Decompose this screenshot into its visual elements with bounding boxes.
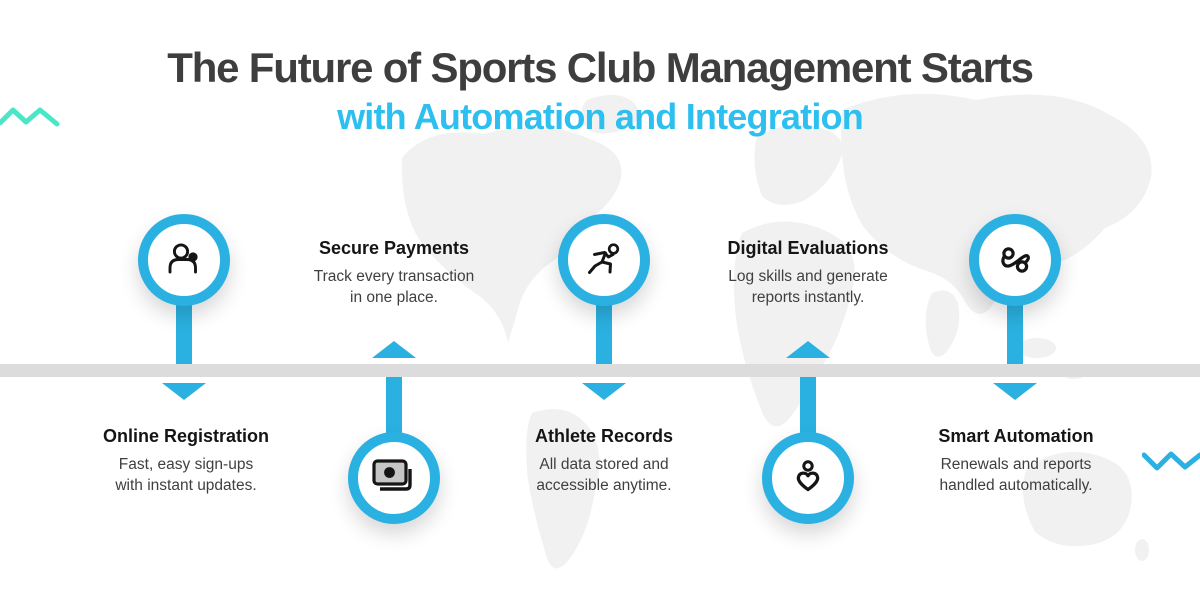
- item-title: Smart Automation: [938, 426, 1094, 446]
- item-description: Log skills and generate reports instantl…: [728, 268, 888, 306]
- arrow-down-icon: [993, 383, 1037, 400]
- timeline-node-athlete-records: [558, 214, 650, 306]
- item-title: Athlete Records: [534, 426, 674, 446]
- item-description: All data stored and accessible anytime.: [536, 456, 672, 494]
- item-title: Digital Evaluations: [727, 238, 889, 258]
- timeline-node-digital-evaluations: [762, 432, 854, 524]
- user-icon: [168, 243, 198, 274]
- timeline-node-secure-payments: [348, 432, 440, 524]
- banknotes-icon: [372, 459, 412, 491]
- timeline-item-smart-automation: Smart Automation Renewals and reports ha…: [891, 426, 1141, 496]
- item-title: Online Registration: [102, 426, 270, 446]
- item-title: Secure Payments: [318, 238, 470, 258]
- item-description: Renewals and reports handled automatical…: [939, 456, 1093, 494]
- arrow-up-icon: [372, 341, 416, 358]
- heart-person-icon: [796, 460, 820, 492]
- page-title-line2: with Automation and Integration: [337, 96, 864, 137]
- arrow-down-icon: [162, 383, 206, 400]
- loop-icon: [1001, 247, 1030, 273]
- timeline-node-smart-automation: [969, 214, 1061, 306]
- item-description: Track every transaction in one place.: [313, 268, 475, 306]
- timeline-item-online-registration: Online Registration Fast, easy sign-ups …: [61, 426, 311, 496]
- arrow-up-icon: [786, 341, 830, 358]
- arrow-down-icon: [582, 383, 626, 400]
- mint-zigzag-icon: [0, 107, 60, 127]
- item-description: Fast, easy sign-ups with instant updates…: [115, 456, 257, 494]
- timeline-item-athlete-records: Athlete Records All data stored and acce…: [479, 426, 729, 496]
- world-map-background: [401, 93, 1152, 569]
- cyan-zigzag-icon: [1142, 451, 1200, 471]
- timeline-bar: [0, 364, 1200, 377]
- timeline-node-online-registration: [138, 214, 230, 306]
- runner-icon: [588, 243, 620, 274]
- page-title-line1: The Future of Sports Club Management Sta…: [167, 44, 1034, 91]
- timeline-item-secure-payments: Secure Payments Track every transaction …: [269, 238, 519, 308]
- timeline-item-digital-evaluations: Digital Evaluations Log skills and gener…: [683, 238, 933, 308]
